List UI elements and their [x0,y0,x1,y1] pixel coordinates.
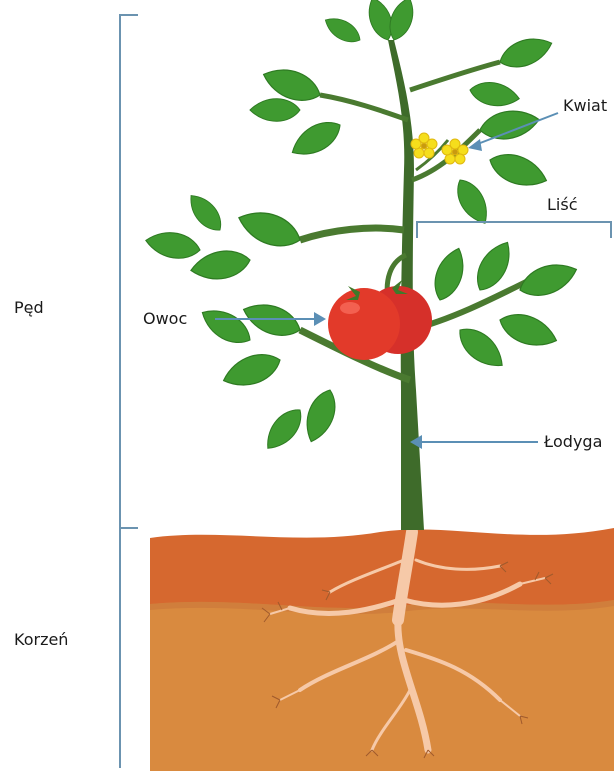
leaf-bracket [417,222,611,238]
label-stem: Łodyga [544,432,602,451]
label-root: Korzeń [14,630,68,649]
root-bracket [120,528,138,768]
label-fruit: Owoc [143,309,187,328]
tomato-fruit [328,280,432,360]
label-flower: Kwiat [563,96,607,115]
stem [300,40,530,530]
label-leaf: Liść [547,195,578,214]
label-shoot: Pęd [14,298,44,317]
shoot-bracket [120,15,138,528]
stem-arrow [410,435,538,449]
